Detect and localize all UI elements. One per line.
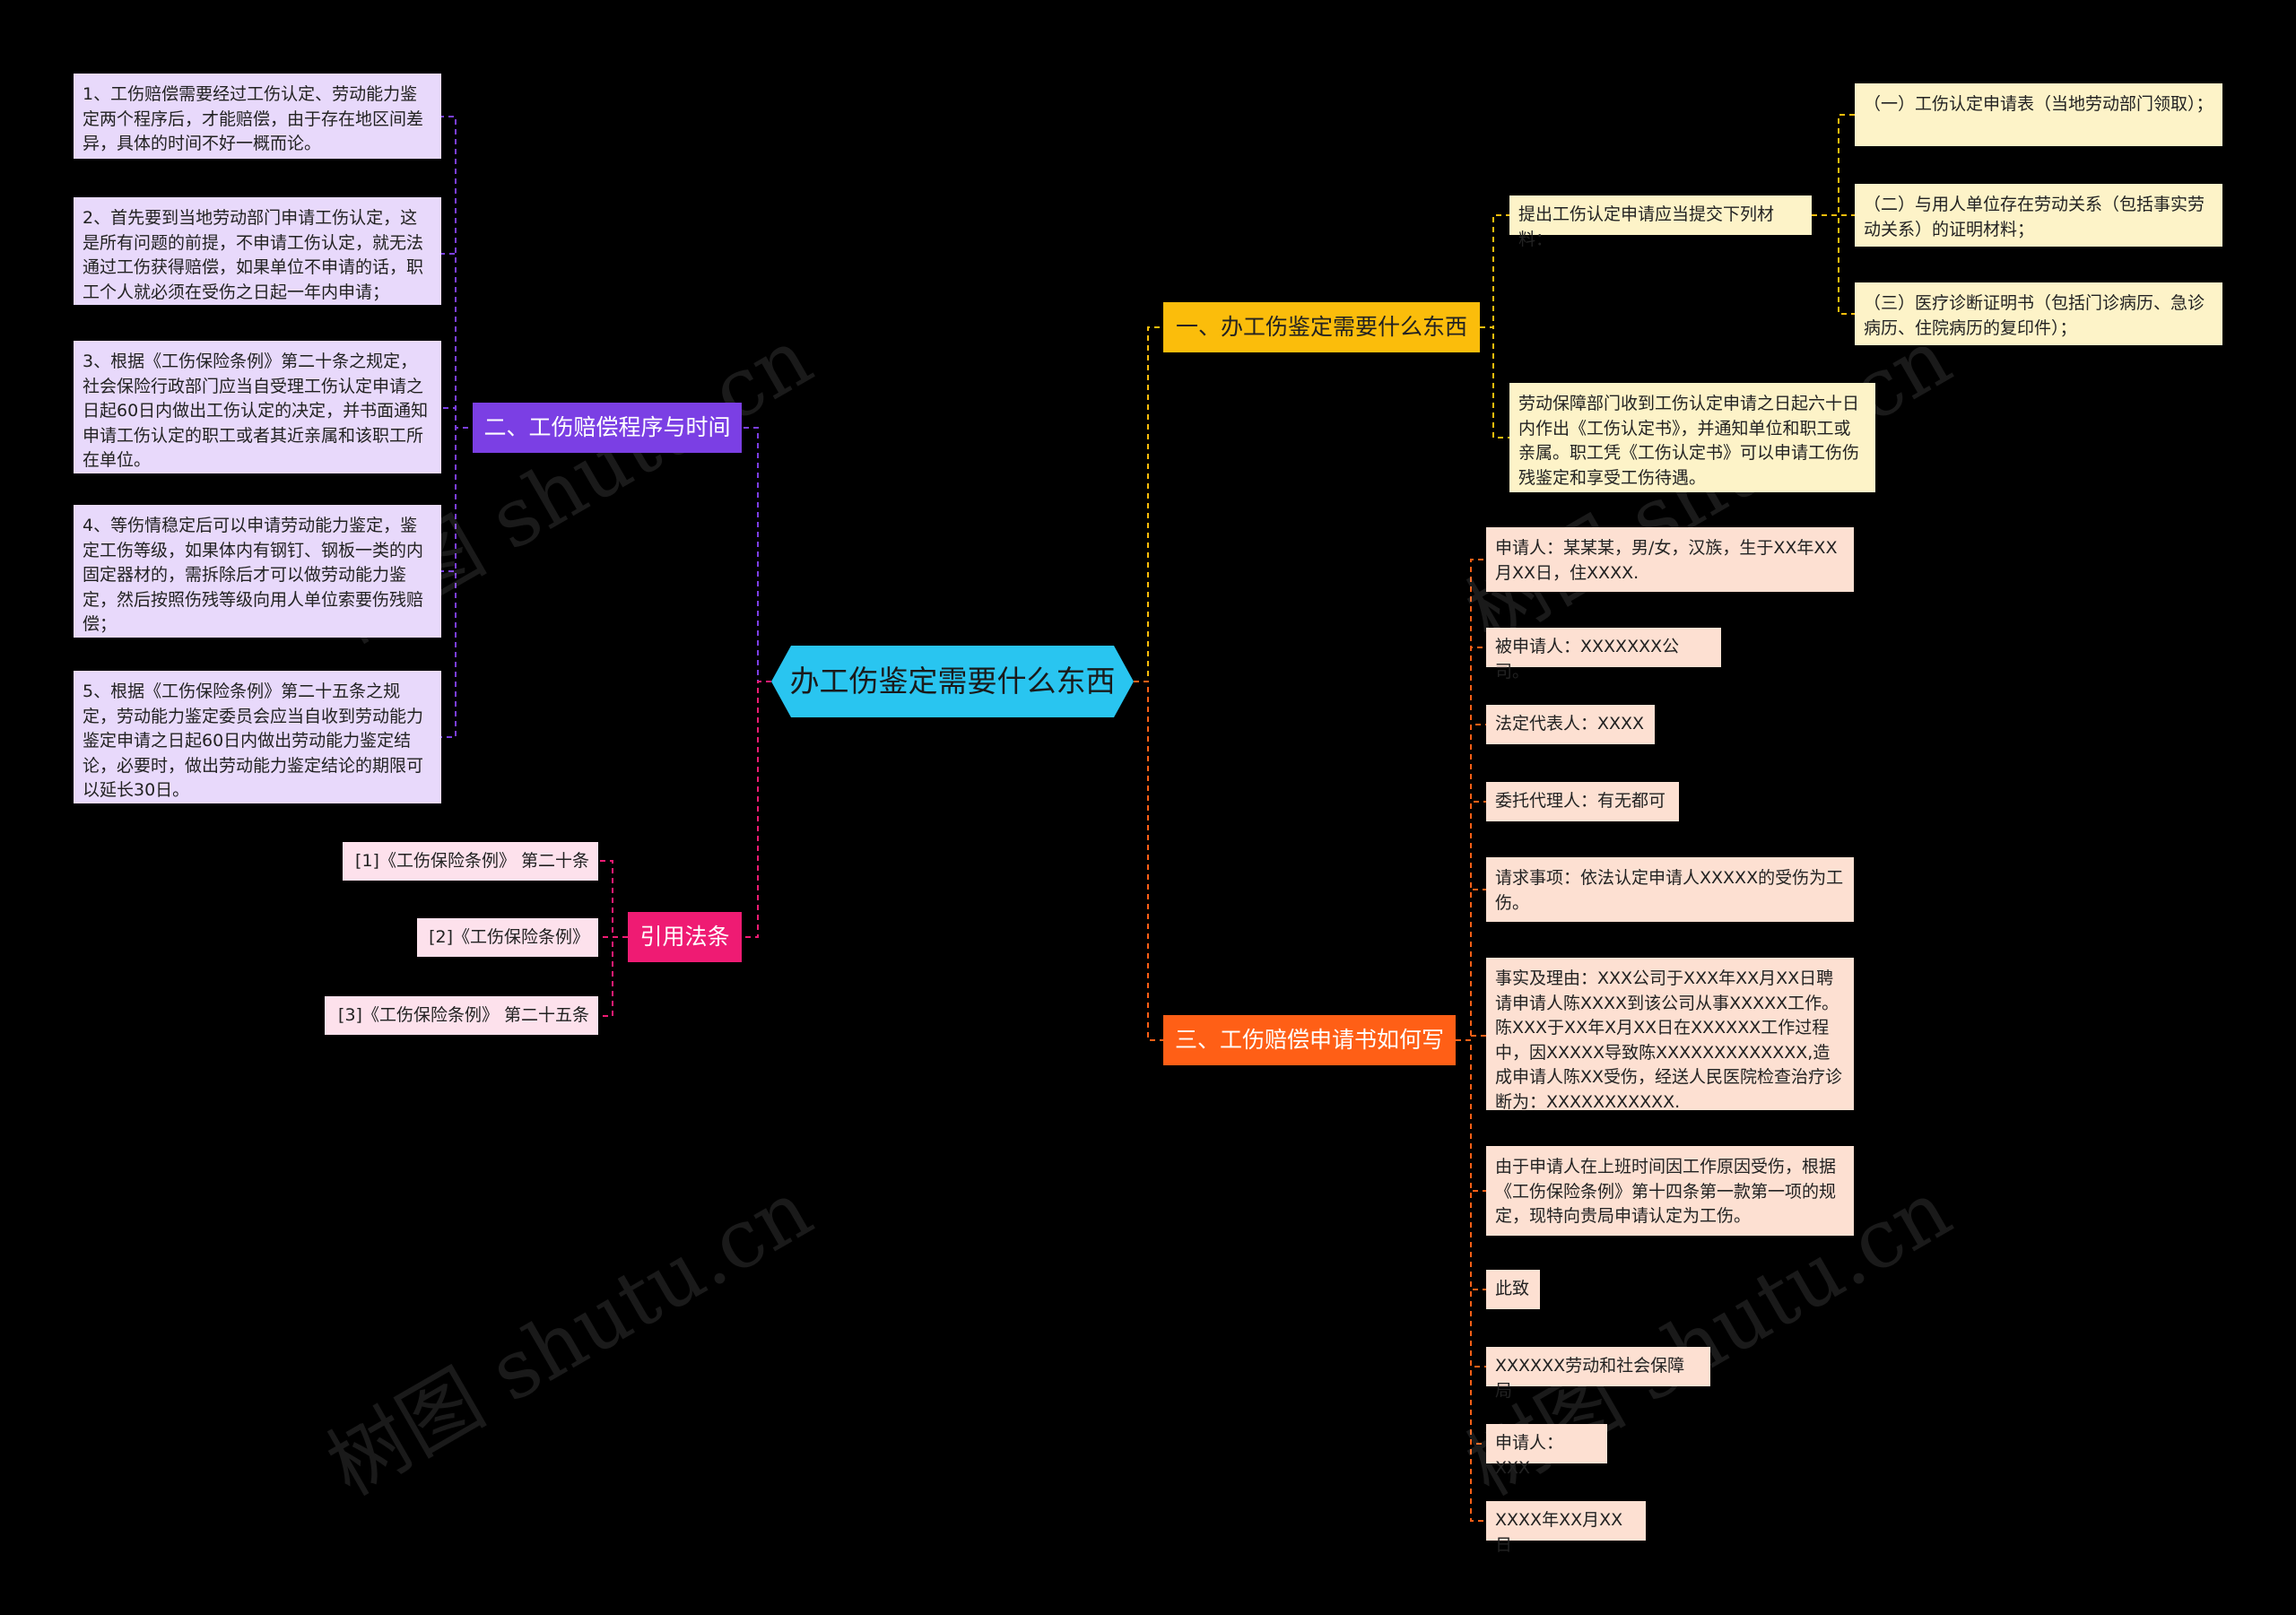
b1-material-item[interactable]: （二）与用人单位存在劳动关系（包括事实劳动关系）的证明材料； — [1855, 184, 2222, 247]
b3-item[interactable]: 此致 — [1486, 1270, 1540, 1309]
b3-item[interactable]: 法定代表人：XXXX — [1486, 705, 1655, 744]
branch-1[interactable]: 一、办工伤鉴定需要什么东西 — [1163, 302, 1480, 352]
b3-item[interactable]: XXXXXX劳动和社会保障局 — [1486, 1347, 1710, 1401]
b3-item[interactable]: 被申请人：XXXXXXX公司。 — [1486, 628, 1721, 682]
b3-item[interactable]: 申请人：XXX — [1486, 1424, 1607, 1478]
central-topic-label: 办工伤鉴定需要什么东西 — [789, 664, 1116, 699]
b2-item[interactable]: 4、等伤情稳定后可以申请劳动能力鉴定，鉴定工伤等级，如果体内有钢钉、钢板一类的内… — [74, 505, 441, 638]
citation-item[interactable]: [1]《工伤保险条例》 第二十条 — [343, 842, 598, 881]
branch-citations[interactable]: 引用法条 — [628, 912, 742, 962]
b2-item[interactable]: 5、根据《工伤保险条例》第二十五条之规定，劳动能力鉴定委员会应当自收到劳动能力鉴… — [74, 671, 441, 803]
b3-item[interactable]: 请求事项：依法认定申请人XXXXX的受伤为工伤。 — [1486, 857, 1854, 922]
b3-item[interactable]: 事实及理由：XXX公司于XXX年XX月XX日聘请申请人陈XXXX到该公司从事XX… — [1486, 958, 1854, 1112]
b3-item[interactable]: 由于申请人在上班时间因工作原因受伤，根据《工伤保险条例》第十四条第一款第一项的规… — [1486, 1146, 1854, 1236]
b3-item[interactable]: 委托代理人：有无都可 — [1486, 782, 1679, 821]
b2-item[interactable]: 3、根据《工伤保险条例》第二十条之规定，社会保险行政部门应当自受理工伤认定申请之… — [74, 341, 441, 473]
b2-item[interactable]: 1、工伤赔偿需要经过工伤认定、劳动能力鉴定两个程序后，才能赔偿，由于存在地区间差… — [74, 74, 441, 159]
branch-2[interactable]: 二、工伤赔偿程序与时间 — [473, 403, 742, 453]
citation-item[interactable]: [3]《工伤保险条例》 第二十五条 — [325, 996, 598, 1035]
b1-material-item[interactable]: （一）工伤认定申请表（当地劳动部门领取）； — [1855, 83, 2222, 146]
central-topic[interactable]: 办工伤鉴定需要什么东西 — [771, 646, 1134, 717]
b3-item[interactable]: XXXX年XX月XX日 — [1486, 1501, 1646, 1555]
b2-item[interactable]: 2、首先要到当地劳动部门申请工伤认定，这是所有问题的前提，不申请工伤认定，就无法… — [74, 197, 441, 305]
branch-3[interactable]: 三、工伤赔偿申请书如何写 — [1163, 1015, 1456, 1065]
b1-sub-certificate[interactable]: 劳动保障部门收到工伤认定申请之日起六十日内作出《工伤认定书》，并通知单位和职工或… — [1509, 383, 1875, 492]
b1-sub-materials[interactable]: 提出工伤认定申请应当提交下列材料： — [1509, 195, 1812, 249]
b1-material-item[interactable]: （三）医疗诊断证明书（包括门诊病历、急诊病历、住院病历的复印件）； — [1855, 282, 2222, 345]
central-topic-shape — [771, 646, 1134, 717]
citation-item[interactable]: [2]《工伤保险条例》 — [417, 918, 598, 957]
b3-item[interactable]: 申请人：某某某，男/女，汉族，生于XX年XX月XX日，住XXXX. — [1486, 527, 1854, 592]
